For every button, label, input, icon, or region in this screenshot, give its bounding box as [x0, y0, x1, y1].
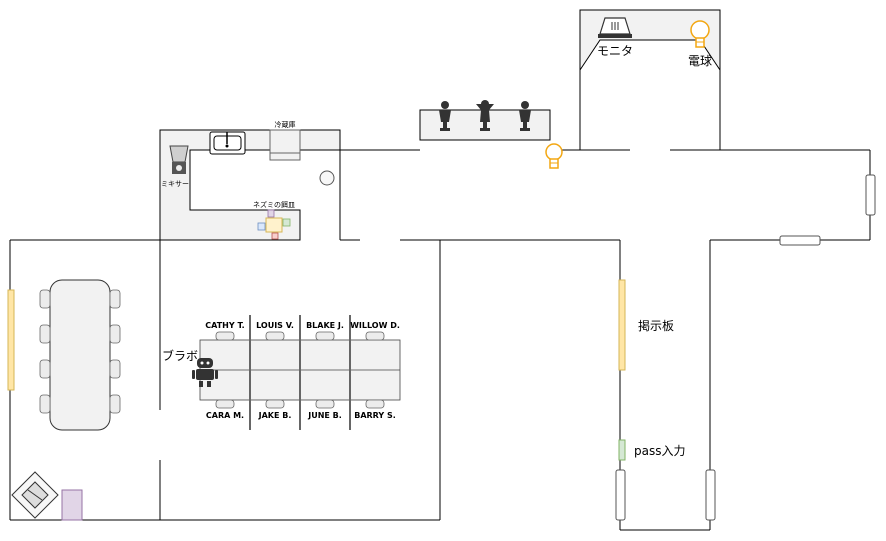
door [865, 174, 876, 216]
door [615, 469, 626, 521]
seat-label: CATHY T. [205, 321, 244, 330]
walls [9, 9, 871, 531]
board-label: 掲示板 [638, 318, 674, 333]
bulb-label: 電球 [688, 54, 712, 68]
lightbulb-icon [690, 20, 710, 48]
statue-icon [439, 100, 531, 131]
seat-label: BARRY S. [354, 411, 396, 420]
lightbulb-icon [545, 143, 563, 169]
sink-icon [209, 131, 246, 155]
bowl-icon [257, 209, 291, 240]
seat-label: JUNE B. [307, 411, 342, 420]
storage-box [61, 489, 83, 521]
seat-label: WILLOW D. [350, 321, 400, 330]
blender-icon [169, 145, 189, 174]
monitor-icon [598, 17, 632, 38]
seat-label: LOUIS V. [256, 321, 294, 330]
dining-table [39, 279, 121, 431]
bulletin-board [618, 279, 626, 371]
robot-icon [192, 358, 218, 387]
fridge-label: 冷蔵庫 [275, 120, 296, 129]
door [779, 235, 821, 246]
whiteboard [7, 289, 15, 391]
seat-labels-bottom: CARA M. JAKE B. JUNE B. BARRY S. [206, 411, 396, 420]
mixer-label: ミキサー [161, 180, 189, 188]
fridge-icon [269, 129, 301, 161]
mouse-plate-label: ネズミの餌皿 [253, 200, 295, 209]
pass-label: pass入力 [634, 444, 685, 458]
monitor-label: モニタ [597, 44, 633, 58]
seat-label: CARA M. [206, 411, 244, 420]
seat-labels-top: CATHY T. LOUIS V. BLAKE J. WILLOW D. [205, 321, 400, 330]
printer-icon [11, 471, 59, 519]
desk-cluster [199, 315, 401, 430]
kitchen-counter [159, 129, 341, 241]
robot-label: ブラボ [162, 348, 198, 363]
seat-label: BLAKE J. [306, 321, 344, 330]
pass-pad [618, 439, 626, 461]
stove-icon [319, 170, 335, 186]
door [705, 469, 716, 521]
seat-label: JAKE B. [258, 411, 292, 420]
